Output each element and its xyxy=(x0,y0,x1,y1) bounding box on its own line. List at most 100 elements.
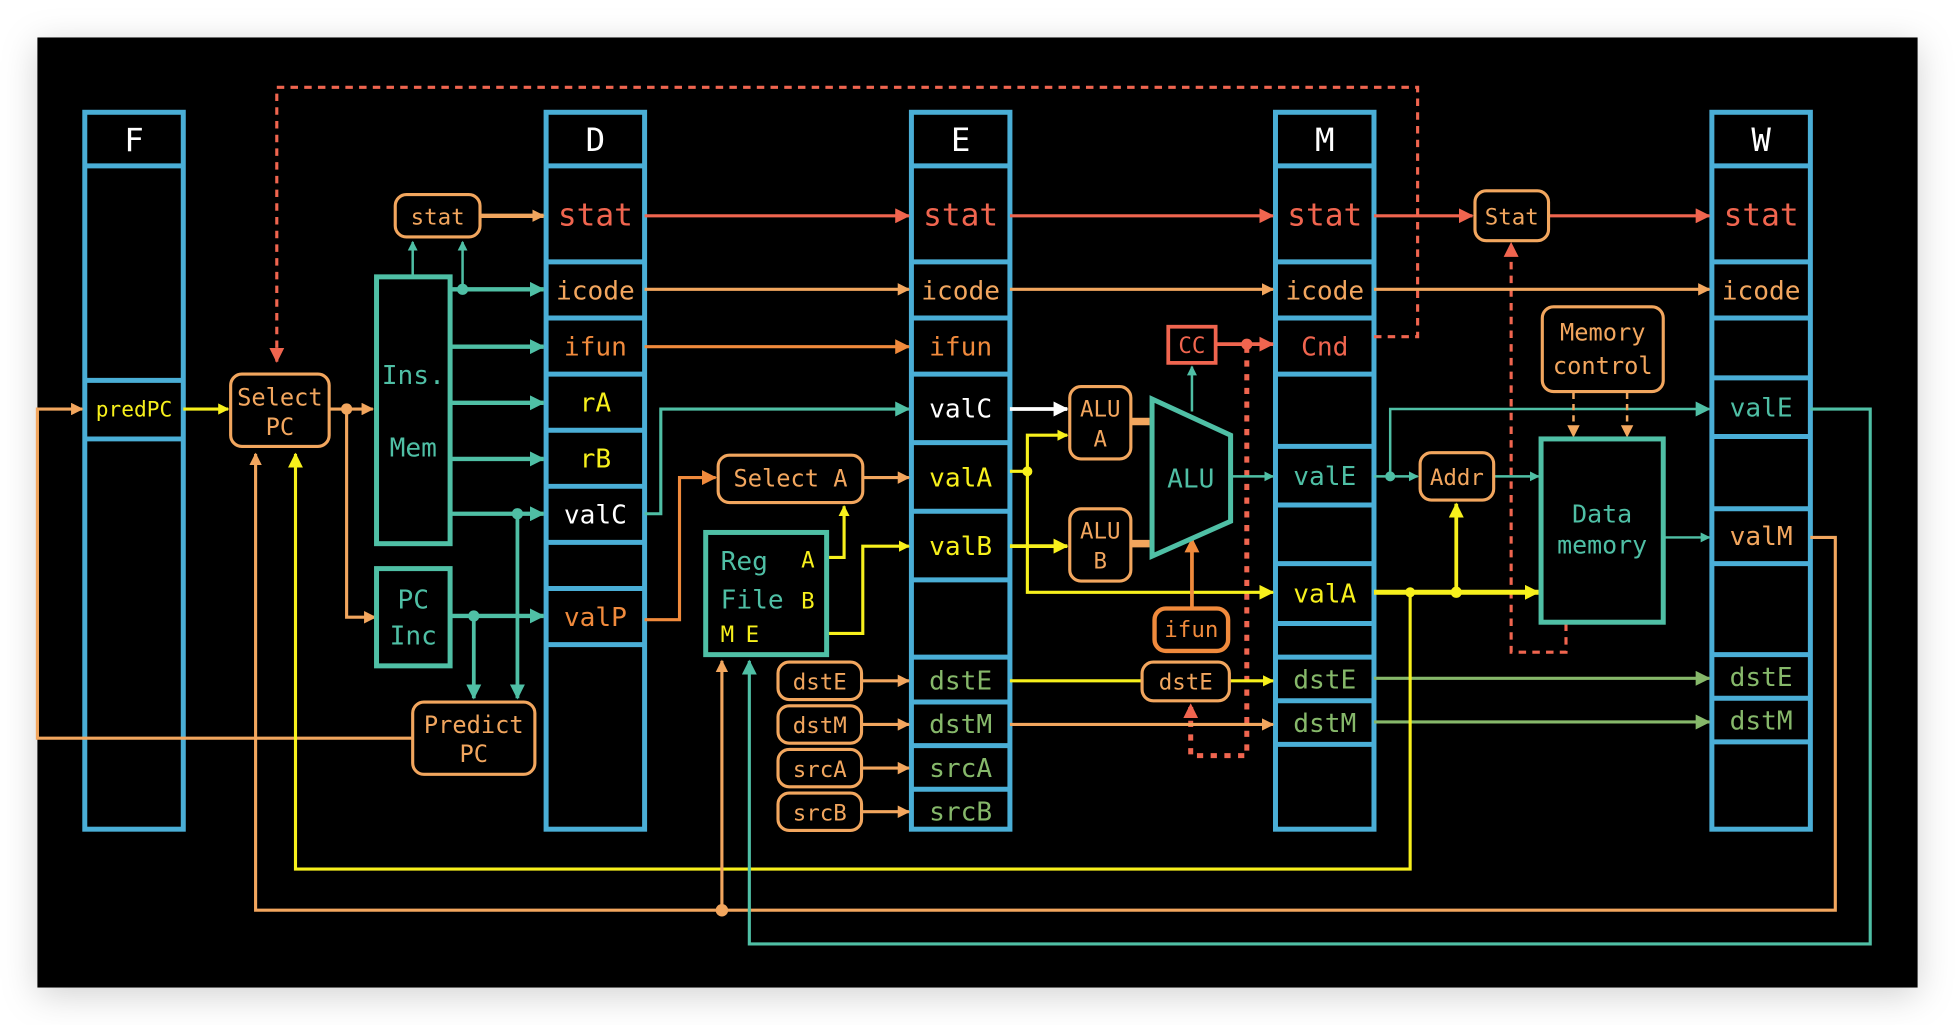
M-Cnd: Cnd xyxy=(1301,332,1348,362)
wire-regB-to-E xyxy=(826,540,911,635)
select-pc-label-2: PC xyxy=(266,413,295,441)
register-file-block: Reg File A B M E xyxy=(703,529,830,658)
junction-dot xyxy=(1450,586,1462,598)
mem-stat-block: Stat xyxy=(1473,189,1551,243)
alu-b-block: ALU B xyxy=(1068,507,1133,583)
data-memory-label-2: memory xyxy=(1557,531,1647,560)
ins-mem-label-1: Ins. xyxy=(382,361,445,391)
srcA-selector-label: srcA xyxy=(793,757,848,783)
E-valB: valB xyxy=(929,532,992,562)
E-stat: stat xyxy=(923,198,998,234)
junction-dot xyxy=(468,610,480,622)
reg-file-port-m: M xyxy=(721,622,735,648)
E-valA: valA xyxy=(929,463,992,493)
pipeline-register-F xyxy=(82,109,186,832)
select-pc-block: Select PC xyxy=(229,372,331,448)
reg-file-label-1: Reg xyxy=(721,547,768,577)
pipeline-register-M xyxy=(1272,109,1377,832)
srcB-selector-label: srcB xyxy=(793,800,847,826)
W-valM: valM xyxy=(1730,522,1793,552)
wire-M-valE-to-W xyxy=(1388,401,1711,477)
dstE-execute-block: dstE xyxy=(1140,660,1231,703)
dstM-selector-label: dstM xyxy=(793,713,847,739)
E-srcB: srcB xyxy=(929,797,992,827)
dst-src-selectors: dstE dstM srcA srcB xyxy=(776,660,864,832)
wire-W-valE-feedback xyxy=(741,407,1872,946)
alu-b-label-1: ALU xyxy=(1080,519,1121,545)
pipeline-register-W xyxy=(1709,109,1813,832)
junction-dot xyxy=(1385,471,1396,482)
reg-file-label-2: File xyxy=(721,586,784,616)
wire-D-valP-to-selectA xyxy=(644,470,717,622)
pc-inc-label-2: Inc xyxy=(390,622,437,652)
alu-label: ALU xyxy=(1167,465,1214,495)
alu-a-block: ALU A xyxy=(1068,385,1133,461)
stage-label-E: E xyxy=(951,121,971,159)
alu-a-label-1: ALU xyxy=(1080,396,1121,422)
memory-control-block: Memory control xyxy=(1540,305,1665,394)
pipeline-register-D xyxy=(543,109,648,832)
addr-label: Addr xyxy=(1430,465,1484,491)
select-a-label: Select A xyxy=(733,464,847,492)
stage-label-M: M xyxy=(1315,121,1335,159)
instruction-memory-block: Ins. Mem xyxy=(374,274,453,547)
W-dstE: dstE xyxy=(1730,663,1793,693)
ifun-execute-label: ifun xyxy=(1164,617,1218,643)
junction-dot xyxy=(341,403,353,415)
predict-pc-label-1: Predict xyxy=(424,711,524,739)
data-memory-block: Data memory xyxy=(1538,436,1666,625)
stage-label-D: D xyxy=(586,121,606,159)
M-valE: valE xyxy=(1293,462,1356,492)
reg-file-port-a: A xyxy=(801,547,815,573)
E-valC: valC xyxy=(929,395,992,425)
E-ifun: ifun xyxy=(929,332,992,362)
memory-control-label-1: Memory xyxy=(1560,318,1646,346)
D-valP: valP xyxy=(564,603,627,633)
wire-regA-to-selectA xyxy=(826,505,850,559)
ins-mem-label-2: Mem xyxy=(390,433,437,463)
junction-dot xyxy=(1022,466,1033,477)
mem-stat-label: Stat xyxy=(1485,204,1539,230)
select-a-block: Select A xyxy=(716,453,865,505)
cc-label: CC xyxy=(1178,333,1205,359)
select-pc-label-1: Select xyxy=(237,383,323,411)
cc-block: CC xyxy=(1166,324,1218,365)
predict-pc-label-2: PC xyxy=(460,740,489,768)
D-valC: valC xyxy=(564,501,627,531)
wire-selectpc-to-pcinc xyxy=(345,409,377,624)
reg-file-port-e: E xyxy=(746,622,760,648)
alu-b-label-2: B xyxy=(1094,549,1108,575)
D-icode: icode xyxy=(556,276,635,306)
wire-predict-to-F xyxy=(35,402,412,740)
ifun-execute-block: ifun xyxy=(1152,606,1231,654)
W-stat: stat xyxy=(1724,198,1799,234)
D-ifun: ifun xyxy=(564,332,627,362)
D-rB: rB xyxy=(580,445,612,475)
M-icode: icode xyxy=(1285,276,1364,306)
pc-inc-label-1: PC xyxy=(398,586,430,616)
M-dstM: dstM xyxy=(1293,709,1356,739)
predict-pc-block: Predict PC xyxy=(411,700,537,776)
fetch-stat-block: stat xyxy=(393,193,482,239)
E-dstE: dstE xyxy=(929,667,992,697)
control-wires xyxy=(269,85,1568,759)
M-stat: stat xyxy=(1287,198,1362,234)
W-dstM: dstM xyxy=(1730,706,1793,736)
reg-file-port-b: B xyxy=(801,589,815,615)
wire-D-valC-to-E xyxy=(644,401,911,516)
W-valE: valE xyxy=(1730,393,1793,423)
E-dstM: dstM xyxy=(929,710,992,740)
stage-label-F: F xyxy=(124,121,144,159)
alu-a-label-2: A xyxy=(1094,426,1108,452)
D-stat: stat xyxy=(558,198,633,234)
addr-block: Addr xyxy=(1418,451,1496,502)
M-dstE: dstE xyxy=(1293,665,1356,695)
W-icode: icode xyxy=(1722,276,1801,306)
junction-dot xyxy=(1241,338,1253,350)
fetch-stat-label: stat xyxy=(411,204,465,230)
data-memory-label-1: Data xyxy=(1572,499,1632,528)
junction-dot xyxy=(511,508,524,520)
M-valA: valA xyxy=(1293,579,1356,609)
E-srcA: srcA xyxy=(929,754,992,784)
